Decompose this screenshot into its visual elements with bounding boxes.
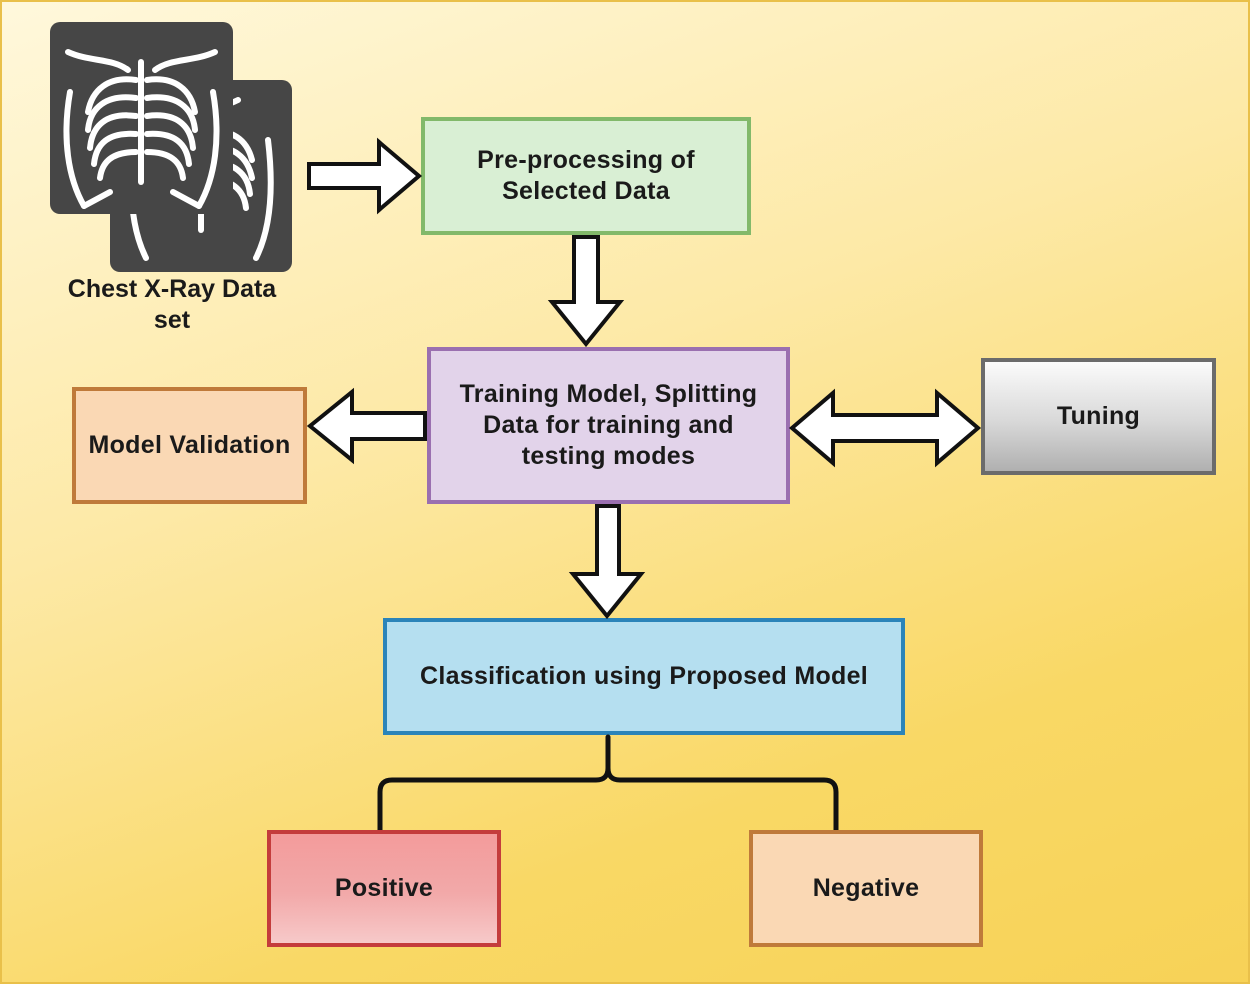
classification-box: Classification using Proposed Model <box>383 618 905 735</box>
negative-result-box: Negative <box>749 830 983 947</box>
chest-xray-icon <box>50 22 295 274</box>
tuning-box: Tuning <box>981 358 1216 475</box>
arrow-training-to-validation <box>306 387 427 465</box>
preprocessing-box: Pre-processing of Selected Data <box>421 117 751 235</box>
positive-result-box: Positive <box>267 830 501 947</box>
training-model-box: Training Model, Splitting Data for train… <box>427 347 790 504</box>
model-validation-box: Model Validation <box>72 387 307 504</box>
dataset-label: Chest X-Ray Data set <box>67 275 277 334</box>
split-connector <box>377 734 839 830</box>
arrow-preprocess-to-training <box>547 235 625 348</box>
arrow-training-to-classification <box>568 504 646 620</box>
arrow-dataset-to-preprocess <box>307 137 423 215</box>
arrow-training-tuning-bidirectional <box>788 388 982 468</box>
xray-film-front <box>50 22 233 214</box>
